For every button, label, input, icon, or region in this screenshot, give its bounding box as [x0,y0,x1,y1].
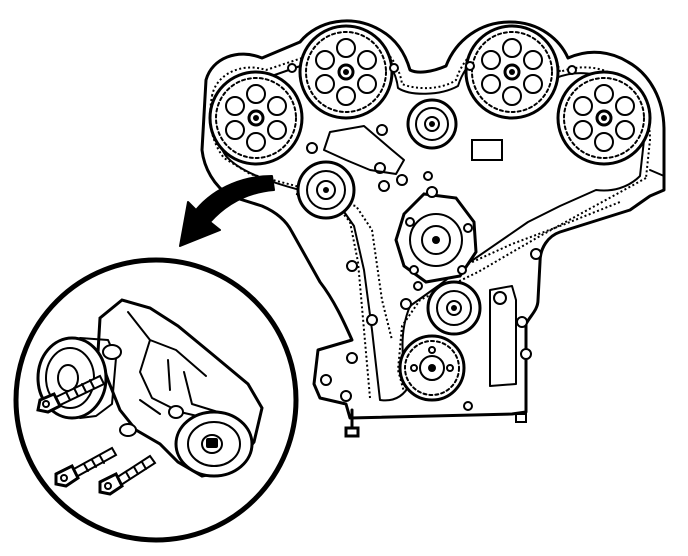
bolt-upper-icon [36,374,106,414]
camshaft-sprocket-left-inner [298,24,394,120]
spacer-right [168,405,184,419]
bracket-detail-lines [127,311,219,419]
camshaft-sprocket-left-outer [208,70,304,166]
idler-pulley-lower [426,280,482,336]
bolt-lower-right-icon [98,454,157,496]
spacer-lower [119,423,137,437]
idler-pulley-top [406,98,458,150]
right-edge-tab [649,169,665,191]
camshaft-sprocket-right-outer [556,70,652,166]
curved-arrow-icon [179,175,275,247]
label-plate [471,139,503,161]
crankshaft-sprocket [398,334,466,402]
bottom-stud-head [344,426,360,438]
spacer-upper [102,344,122,360]
bolt-lower-left-icon [54,446,118,488]
bottom-right-stud [515,413,527,423]
water-pump [394,186,478,284]
idler-pulley-detail-right [174,410,254,478]
engine-block-outline [200,19,666,420]
camshaft-sprocket-right-inner [464,24,560,120]
engine-front-view [200,19,666,438]
tensioner-pulley [296,160,356,220]
upper-bracket [323,125,405,175]
cover-bolts [287,61,577,411]
right-lower-bracket [489,285,532,387]
detail-callout [13,257,299,543]
